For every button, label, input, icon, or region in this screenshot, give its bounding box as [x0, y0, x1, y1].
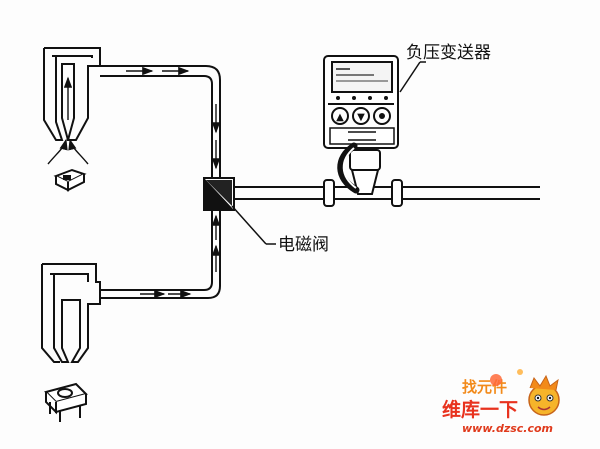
lower-nozzle	[41, 263, 101, 363]
watermark-url: www.dzsc.com	[462, 422, 553, 435]
upper-pipe	[100, 65, 221, 178]
upper-workpiece	[53, 168, 87, 192]
valve-label: 电磁阀	[278, 235, 329, 255]
sensor-cable	[337, 142, 360, 194]
sensor-knob	[373, 107, 391, 125]
button-up-icon: ▲	[336, 112, 344, 123]
sensor-leader-line	[399, 61, 426, 93]
button-down-icon: ▼	[357, 112, 365, 123]
valve-leader-line	[231, 205, 276, 245]
upper-pipe-flow-arrows	[126, 66, 221, 170]
sensor-display	[331, 61, 393, 93]
upper-nozzle	[43, 47, 101, 141]
vacuum-pressure-transmitter: ▲ ▼	[323, 55, 399, 149]
sensor-button-down: ▼	[352, 107, 370, 125]
lower-pipe	[100, 210, 221, 299]
sensor-cable-highlight	[342, 147, 357, 189]
main-pipe	[234, 186, 540, 200]
pipe-flange-left	[323, 179, 335, 207]
watermark-logo: 找元件 维库一下 www.dzsc.com	[442, 369, 560, 435]
sensor-button-up: ▲	[331, 107, 349, 125]
upper-nozzle-airflow-arrows	[47, 76, 89, 165]
solenoid-valve	[203, 177, 235, 211]
sensor-label: 负压变送器	[406, 43, 491, 63]
watermark-mascot-icon	[490, 369, 560, 416]
lower-pipe-flow-arrows	[140, 214, 221, 299]
pipe-flange-right	[391, 179, 403, 207]
watermark-brand-text: 维库一下	[442, 398, 518, 421]
lower-workpiece	[44, 382, 88, 422]
